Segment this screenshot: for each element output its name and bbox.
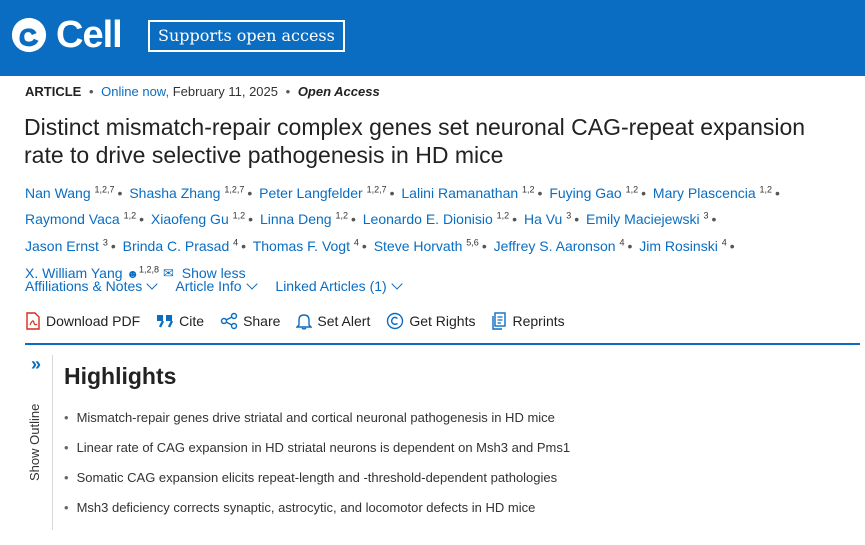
cite-button[interactable]: Cite	[156, 313, 204, 329]
reprints-button[interactable]: Reprints	[491, 312, 565, 330]
pdf-icon	[25, 312, 41, 330]
show-outline-toggle[interactable]: » Show Outline	[25, 355, 47, 515]
meta-separator: •	[285, 84, 291, 99]
highlight-item: •Msh3 deficiency corrects synaptic, astr…	[64, 500, 536, 515]
author-link[interactable]: Emily Maciejewski 3	[586, 210, 709, 228]
cell-logo-icon	[11, 17, 47, 53]
author-link[interactable]: Ha Vu 3	[523, 210, 572, 228]
brand-name: Cell	[56, 14, 123, 56]
open-access-badge[interactable]: Supports open access	[148, 20, 345, 52]
author-link[interactable]: Raymond Vaca 1,2	[25, 210, 137, 228]
bullet: •	[64, 500, 69, 515]
outline-divider	[52, 355, 53, 530]
bullet: •	[64, 410, 69, 425]
affiliations-toggle[interactable]: Affiliations & Notes	[25, 278, 158, 294]
chevron-down-icon	[391, 278, 403, 290]
highlight-item: •Linear rate of CAG expansion in HD stri…	[64, 440, 571, 455]
author-link[interactable]: Lalini Ramanathan 1,2	[401, 184, 535, 201]
share-button[interactable]: Share	[220, 312, 280, 330]
article-info-toggle[interactable]: Article Info	[175, 278, 258, 294]
author-link[interactable]: Peter Langfelder 1,2,7	[259, 184, 387, 201]
chevron-down-icon	[245, 278, 258, 290]
get-rights-button[interactable]: Get Rights	[386, 312, 475, 330]
author-link[interactable]: Leonardo E. Dionisio 1,2	[362, 210, 510, 228]
author-link[interactable]: Jeffrey S. Aaronson 4	[493, 237, 625, 254]
cell-logo[interactable]: Cell	[10, 14, 123, 56]
author-link[interactable]: Shasha Zhang 1,2,7	[129, 184, 245, 201]
publish-date: February 11, 2025	[172, 84, 278, 99]
bullet: •	[64, 440, 69, 455]
author-link[interactable]: Brinda C. Prasad 4	[122, 237, 239, 254]
highlight-item: •Mismatch-repair genes drive striatal an…	[64, 410, 555, 425]
author-link[interactable]: Xiaofeng Gu 1,2	[150, 210, 246, 228]
show-less-link[interactable]: Show less	[181, 264, 246, 281]
author-link[interactable]: Linna Deng 1,2	[259, 210, 348, 228]
article-title: Distinct mismatch-repair complex genes s…	[24, 114, 806, 168]
linked-articles-toggle[interactable]: Linked Articles (1)	[275, 278, 403, 294]
author-list: Nan Wang 1,2,7• Shasha Zhang 1,2,7• Pete…	[25, 184, 780, 281]
copyright-icon	[386, 312, 404, 330]
author-link[interactable]: Jim Rosinski 4	[639, 237, 727, 254]
share-icon	[220, 312, 238, 330]
set-alert-button[interactable]: Set Alert	[296, 312, 370, 330]
download-pdf-button[interactable]: Download PDF	[25, 312, 140, 330]
article-accordions: Affiliations & Notes Article Info Linked…	[25, 278, 417, 294]
chevron-down-icon	[146, 278, 158, 290]
quote-icon	[156, 314, 174, 328]
author-link[interactable]: Nan Wang 1,2,7	[25, 184, 115, 201]
article-meta: ARTICLE • Online now, February 11, 2025 …	[25, 84, 380, 99]
author-link[interactable]: Mary Plascencia 1,2	[652, 184, 773, 201]
highlights-heading: Highlights	[64, 363, 177, 389]
article-toolbar: Download PDF Cite Share Set Alert Get Ri…	[25, 312, 581, 330]
bullet: •	[64, 470, 69, 485]
highlights-list: •Mismatch-repair genes drive striatal an…	[64, 408, 844, 528]
article-type: ARTICLE	[25, 84, 82, 99]
open-access-label: Open Access	[297, 84, 380, 99]
show-outline-label: Show Outline	[27, 403, 42, 481]
site-header: Cell Supports open access	[0, 0, 865, 76]
author-link[interactable]: Jason Ernst 3	[25, 237, 108, 254]
online-status: Online now,	[101, 84, 170, 99]
mail-icon[interactable]: ✉	[162, 265, 174, 281]
double-chevron-right-icon: »	[30, 354, 41, 374]
author-link[interactable]: Thomas F. Vogt 4	[252, 237, 359, 254]
section-divider	[25, 343, 860, 345]
highlight-item: •Somatic CAG expansion elicits repeat-le…	[64, 470, 558, 485]
person-icon: ☻	[126, 266, 140, 281]
author-link[interactable]: Fuying Gao 1,2	[549, 184, 639, 201]
document-icon	[491, 312, 507, 330]
author-link[interactable]: Steve Horvath 5,6	[373, 237, 479, 254]
bell-icon	[296, 312, 313, 330]
meta-separator: •	[88, 84, 94, 99]
corresponding-author-link[interactable]: X. William Yang ☻1,2,8	[25, 263, 160, 281]
